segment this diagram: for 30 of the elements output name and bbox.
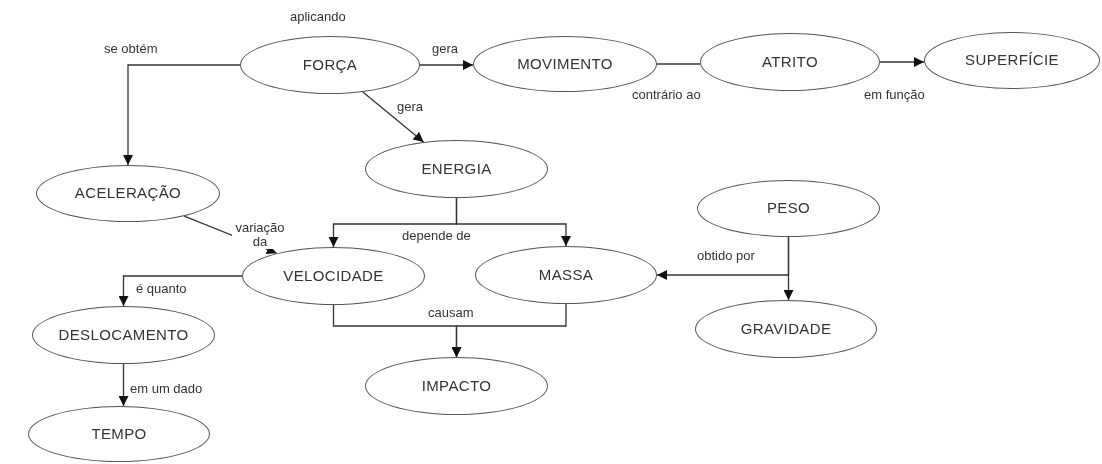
concept-label: GRAVIDADE <box>740 318 832 339</box>
concept-label: FORÇA <box>302 54 358 75</box>
concept-label: DESLOCAMENTO <box>58 324 189 345</box>
concept-label: ACELERAÇÃO <box>74 183 182 204</box>
concept-label: SUPERFÍCIE <box>965 50 1059 71</box>
node-caption: aplicando <box>290 10 346 24</box>
concept-label: MOVIMENTO <box>517 53 613 74</box>
arrow <box>879 57 925 67</box>
edge-label: em um dado <box>128 382 205 396</box>
concept-label: IMPACTO <box>421 375 492 396</box>
concept-label: ATRITO <box>762 51 818 72</box>
arrow <box>455 197 571 247</box>
edge-label: depende de <box>400 229 473 243</box>
concept-label: VELOCIDADE <box>283 265 384 286</box>
concept-label: TEMPO <box>91 423 147 444</box>
arrow <box>419 60 474 70</box>
edge-label: obtido por <box>695 249 757 263</box>
concept-label: ENERGIA <box>421 158 492 179</box>
edge-label: contrário ao <box>630 88 703 102</box>
edge-label: em função <box>862 88 927 102</box>
edge-label: é quanto <box>134 282 189 296</box>
concept-label: MASSA <box>538 264 594 285</box>
arrow <box>118 275 243 307</box>
connector-line <box>656 63 701 65</box>
concept-label: PESO <box>766 198 811 219</box>
arrow <box>451 303 567 358</box>
edge-label: se obtém <box>102 42 160 56</box>
arrow <box>118 363 129 407</box>
arrow <box>783 236 794 301</box>
arrow <box>123 64 241 166</box>
